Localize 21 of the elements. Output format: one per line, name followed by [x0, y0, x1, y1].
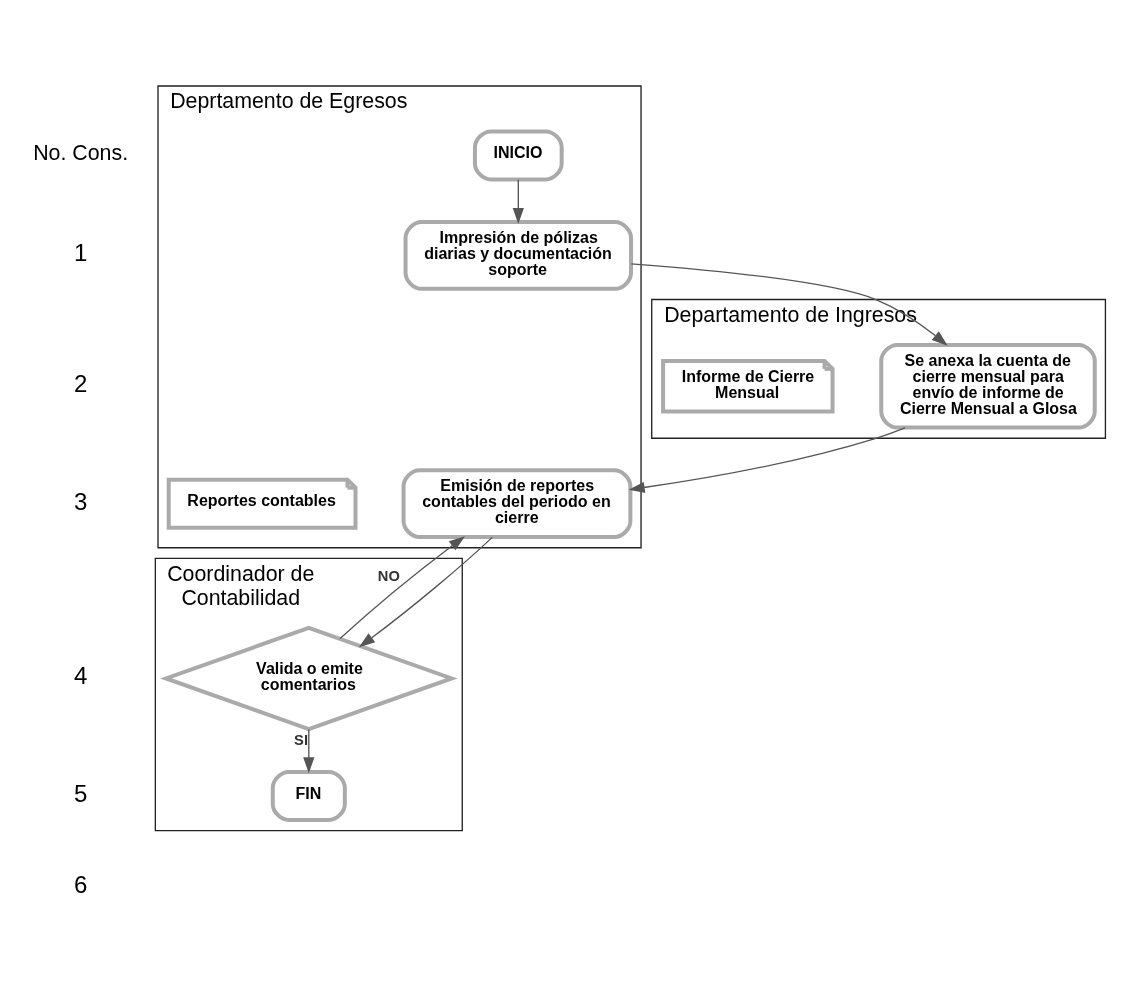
label: 6	[73, 870, 88, 898]
node-box: Impresión de pólizas diarias y documentación soporte	[403, 219, 634, 291]
arrow	[628, 426, 906, 493]
arrow	[512, 178, 524, 224]
arrow	[630, 262, 948, 346]
label: No. Cons.	[33, 140, 129, 165]
node-box: Emisión de reportes contables del periodo en cierre	[401, 467, 633, 539]
arrow	[303, 728, 315, 773]
node-box: Se anexa la cuenta de cierre mensual para envío de informe de Cierre Mensual a Glosa	[879, 342, 1097, 430]
node-diamond: Valida o emite comentarios	[160, 625, 458, 731]
edge-label: NO	[377, 567, 400, 584]
label: 4	[73, 661, 88, 689]
arrow	[359, 536, 493, 647]
arrow	[339, 535, 465, 639]
label: 3	[73, 487, 88, 515]
edge-label: SI	[294, 730, 308, 747]
node-box: FIN	[270, 769, 347, 822]
label: 2	[73, 369, 88, 397]
node-box: INICIO	[472, 128, 564, 181]
label: 1	[73, 238, 88, 266]
label: 5	[73, 779, 88, 807]
